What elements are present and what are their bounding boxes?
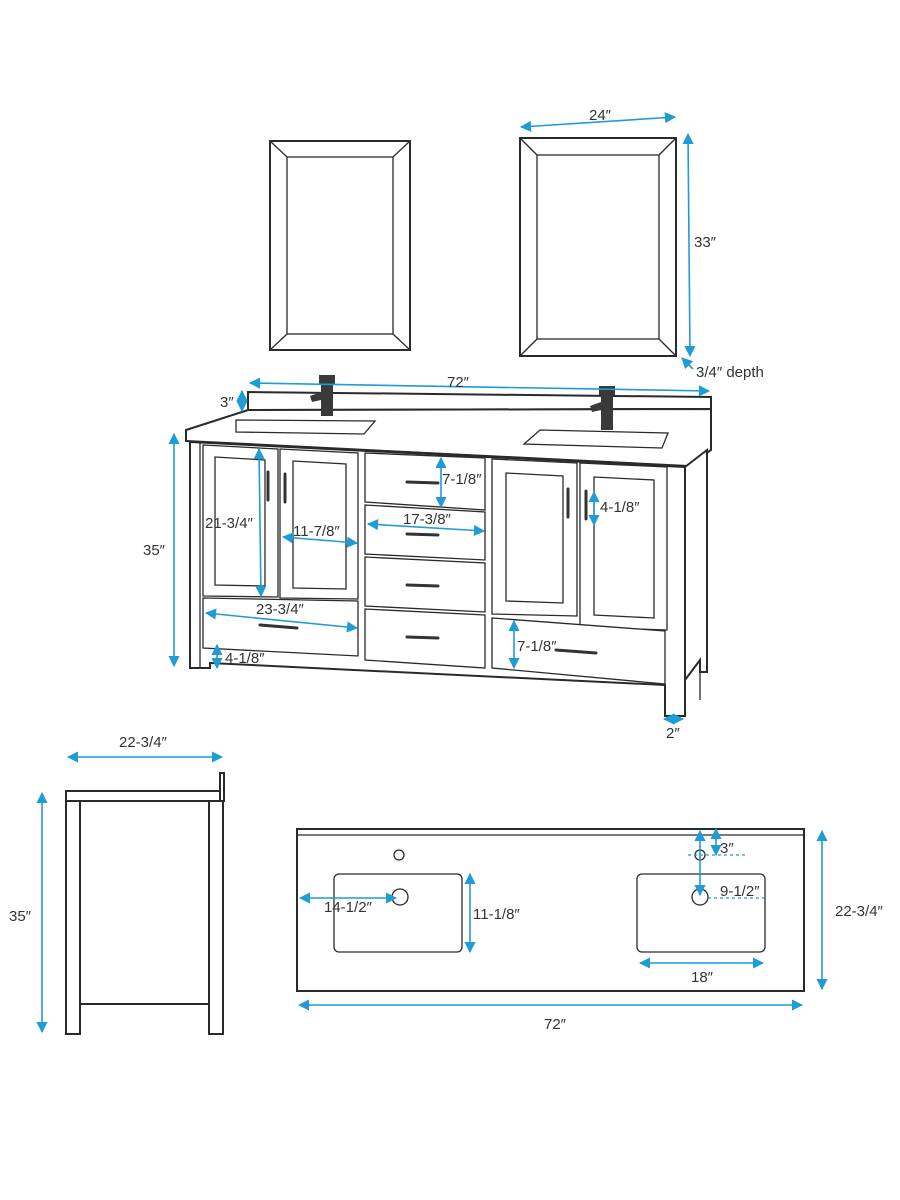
handle-length-label: 4-1/8″ (600, 499, 640, 516)
faucet-offset-label: 3″ (720, 840, 734, 857)
door-height-label: 21-3/4″ (205, 515, 254, 532)
door-height-dimension-line (253, 447, 267, 598)
front-vanity (185, 375, 712, 717)
mirror-depth-dimension-line (681, 357, 694, 370)
bottom-drawer-width-label: 23-3/4″ (256, 601, 305, 618)
vanity-width-label: 72″ (447, 374, 470, 391)
sink-depth-label: 11-1/8″ (473, 906, 520, 923)
mirror-depth-label: 3/4″ depth (696, 364, 764, 381)
counter-depth-label: 22-3/4″ (835, 903, 884, 920)
center-drawer-width-label: 17-3/8″ (403, 511, 452, 528)
door-width-dimension-line (281, 532, 359, 548)
bottom-drawer-height-label: 7-1/8″ (517, 638, 557, 655)
vanity-width-dimension-line (248, 377, 711, 397)
side-view-vanity (65, 772, 225, 1035)
center-drawer-height-label: 7-1/8″ (442, 471, 482, 488)
leg-width-label: 2″ (666, 725, 680, 742)
drain-offset-label: 9-1/2″ (720, 883, 760, 900)
right-mirror (519, 137, 677, 357)
mirror-height-label: 33″ (694, 234, 717, 251)
door-width-label: 11-7/8″ (293, 523, 340, 540)
center-drawer-width-dimension-line (366, 519, 486, 536)
side-depth-label: 22-3/4″ (119, 734, 168, 751)
mirror-width-dimension-line (519, 112, 677, 132)
sink-width-label: 18″ (691, 969, 714, 986)
side-height-label: 35″ (9, 908, 32, 925)
vanity-height-label: 35″ (143, 542, 166, 559)
bottom-drawer-width-dimension-line (204, 608, 359, 633)
left-mirror (269, 140, 411, 351)
mirror-width-label: 24″ (589, 107, 612, 124)
sink-offset-label: 14-1/2″ (324, 899, 373, 916)
mirror-height-dimension-line (682, 132, 696, 358)
counter-width-label: 72″ (544, 1016, 567, 1033)
toe-kick-height-label: 4-1/8″ (225, 650, 265, 667)
backsplash-height-label: 3″ (220, 394, 234, 411)
